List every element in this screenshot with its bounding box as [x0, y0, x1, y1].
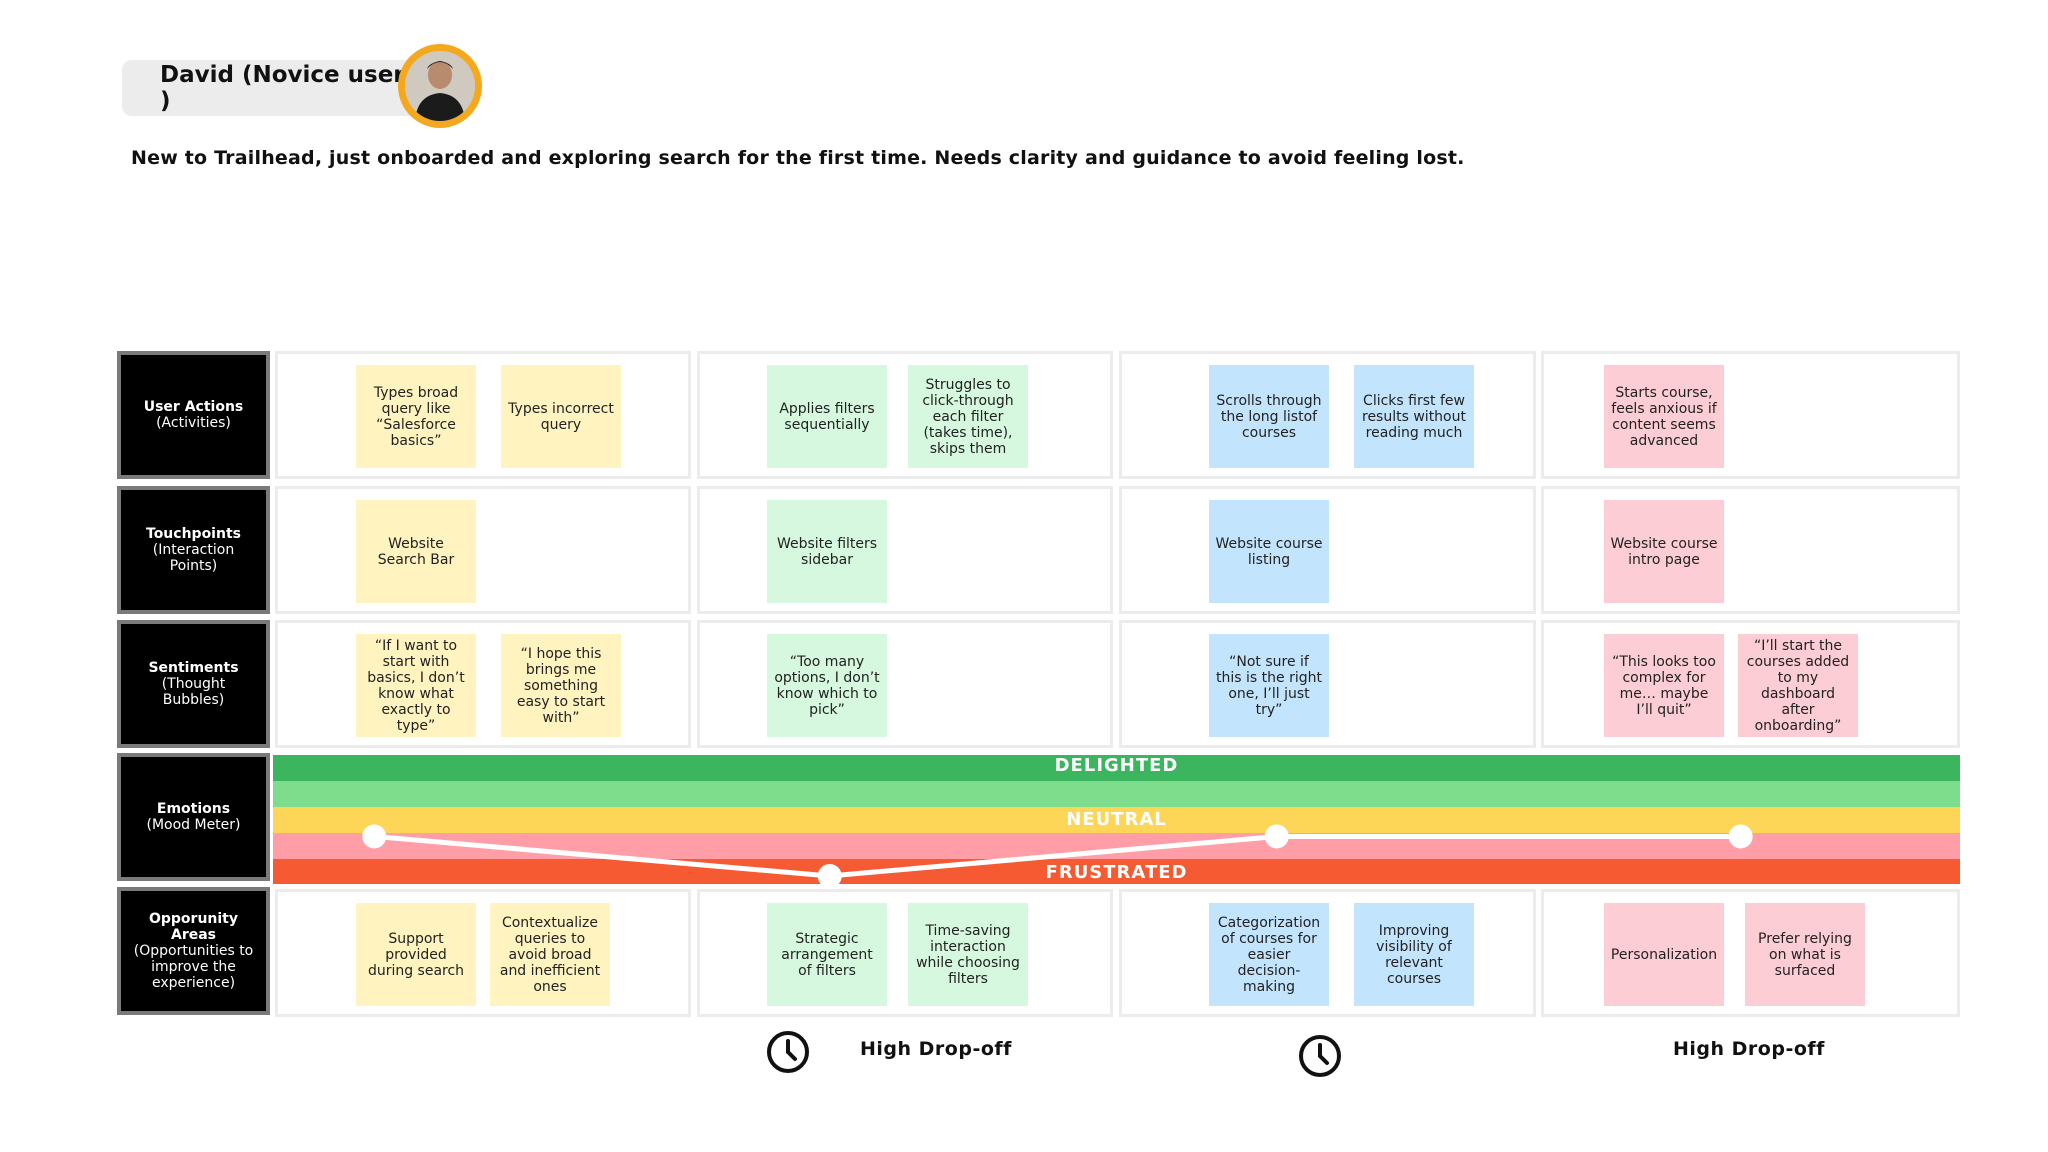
sticky-note: Clicks first few results without reading…: [1354, 365, 1474, 468]
stage-label: Choosing Courses: [1206, 271, 1447, 299]
row-title: Touchpoints: [146, 526, 241, 542]
sticky-note: “Too many options, I don’t know which to…: [767, 634, 887, 737]
mood-point: [817, 864, 842, 884]
mood-label-delighted: DELIGHTED: [1054, 755, 1179, 776]
sticky-note: Struggles to click-through each filter (…: [908, 365, 1028, 468]
sticky-note: Applies filters sequentially: [767, 365, 887, 468]
persona-name: David (Novice user ): [160, 62, 405, 114]
mood-line-chart: [362, 824, 1753, 884]
clock-icon: [1299, 1035, 1341, 1077]
row-subtitle: (Interaction Points): [152, 542, 235, 574]
row-title: Emotions: [156, 801, 231, 817]
row-subtitle: (Opportunities to improve the experience…: [133, 943, 254, 991]
mood-label-neutral: NEUTRAL: [1066, 809, 1167, 830]
sticky-note: Starts course, feels anxious if content …: [1604, 365, 1724, 468]
stage-label: Selecting Filters: [793, 271, 1015, 299]
sticky-note: “Not sure if this is the right one, I’ll…: [1209, 634, 1329, 737]
sticky-note: Website course intro page: [1604, 500, 1724, 603]
persona-description: New to Trailhead, just onboarded and exp…: [131, 147, 1465, 169]
cell-opportunities-beginning: Personalization Prefer relying on what i…: [1541, 889, 1960, 1017]
drop-off-label-filters: High Drop-off: [860, 1038, 1012, 1060]
mood-point: [362, 824, 387, 849]
row-title: Opporunity Areas: [148, 911, 239, 943]
sticky-note: Time-saving interaction while choosing f…: [908, 903, 1028, 1006]
sticky-note: “I’ll start the courses added to my dash…: [1738, 634, 1858, 737]
cell-touchpoints-choosing: Website course listing: [1119, 486, 1536, 614]
persona-avatar: [398, 44, 482, 128]
row-subtitle: (Activities): [156, 415, 231, 431]
stage-header-beginning: Course beginning: [1540, 226, 1960, 344]
sticky-note: Improving visibility of relevant courses: [1354, 903, 1474, 1006]
person-silhouette-icon: [405, 51, 475, 121]
cell-sentiments-beginning: “This looks too complex for me… maybe I’…: [1541, 620, 1960, 748]
sticky-note: Scrolls through the long listof courses: [1209, 365, 1329, 468]
cell-sentiments-filters: “Too many options, I don’t know which to…: [697, 620, 1113, 748]
sticky-note: Website filters sidebar: [767, 500, 887, 603]
cell-actions-beginning: Starts course, feels anxious if content …: [1541, 351, 1960, 479]
cell-actions-choosing: Scrolls through the long listof courses …: [1119, 351, 1536, 479]
clock-icon: [767, 1031, 809, 1073]
cell-sentiments-typing: “If I want to start with basics, I don’t…: [275, 620, 691, 748]
stage-label: Course beginning: [1631, 271, 1869, 299]
cell-touchpoints-filters: Website filters sidebar: [697, 486, 1113, 614]
stage-header-filters: Selecting Filters: [695, 226, 1113, 344]
sticky-note: Types incorrect query: [501, 365, 621, 468]
cell-actions-typing: Types broad query like “Salesforce basic…: [275, 351, 691, 479]
mood-band-delighted: [273, 755, 1960, 781]
sticky-note: Support provided during search: [356, 903, 476, 1006]
persona-name-pill: David (Novice user ): [122, 60, 422, 116]
sticky-note: Strategic arrangement of filters: [767, 903, 887, 1006]
avatar-photo: [405, 51, 475, 121]
row-label-emotions: Emotions (Mood Meter): [117, 753, 270, 881]
sticky-note: “This looks too complex for me… maybe I’…: [1604, 634, 1724, 737]
mood-point: [1264, 824, 1289, 849]
cell-touchpoints-beginning: Website course intro page: [1541, 486, 1960, 614]
drop-off-label-beginning: High Drop-off: [1673, 1038, 1825, 1060]
mood-band-frustrated: [273, 859, 1960, 884]
mood-band-light-green: [273, 781, 1960, 807]
sticky-note: Types broad query like “Salesforce basic…: [356, 365, 476, 468]
row-title: User Actions: [143, 399, 244, 415]
sticky-note: “I hope this brings me something easy to…: [501, 634, 621, 737]
mood-label-frustrated: FRUSTRATED: [1045, 862, 1188, 883]
cell-sentiments-choosing: “Not sure if this is the right one, I’ll…: [1119, 620, 1536, 748]
row-label-touchpoints: Touchpoints (Interaction Points): [117, 486, 270, 614]
row-label-opportunity-areas: Opporunity Areas (Opportunities to impro…: [117, 887, 270, 1015]
row-subtitle: (Mood Meter): [146, 817, 241, 833]
sticky-note: “If I want to start with basics, I don’t…: [356, 634, 476, 737]
cell-actions-filters: Applies filters sequentially Struggles t…: [697, 351, 1113, 479]
sticky-note: Personalization: [1604, 903, 1724, 1006]
stage-header-choosing: Choosing Courses: [1117, 226, 1536, 344]
cell-touchpoints-typing: Website Search Bar: [275, 486, 691, 614]
stage-label: Typing in Search Bar: [342, 271, 622, 299]
sticky-note: Prefer relying on what is surfaced: [1745, 903, 1865, 1006]
row-label-sentiments: Sentiments (Thought Bubbles): [117, 620, 270, 748]
sticky-note: Website course listing: [1209, 500, 1329, 603]
cell-opportunities-choosing: Categorization of courses for easier dec…: [1119, 889, 1536, 1017]
row-label-user-actions: User Actions (Activities): [117, 351, 270, 479]
cell-opportunities-filters: Strategic arrangement of filters Time-sa…: [697, 889, 1113, 1017]
sticky-note: Contextualize queries to avoid broad and…: [490, 903, 610, 1006]
row-subtitle: (Thought Bubbles): [161, 676, 226, 708]
stage-header-typing: Typing in Search Bar: [273, 226, 691, 344]
mood-point: [1728, 824, 1753, 849]
sticky-note: Categorization of courses for easier dec…: [1209, 903, 1329, 1006]
cell-opportunities-typing: Support provided during search Contextua…: [275, 889, 691, 1017]
sticky-note: Website Search Bar: [356, 500, 476, 603]
row-title: Sentiments: [148, 660, 239, 676]
mood-line: [374, 833, 1741, 879]
mood-band-neutral: [273, 807, 1960, 833]
